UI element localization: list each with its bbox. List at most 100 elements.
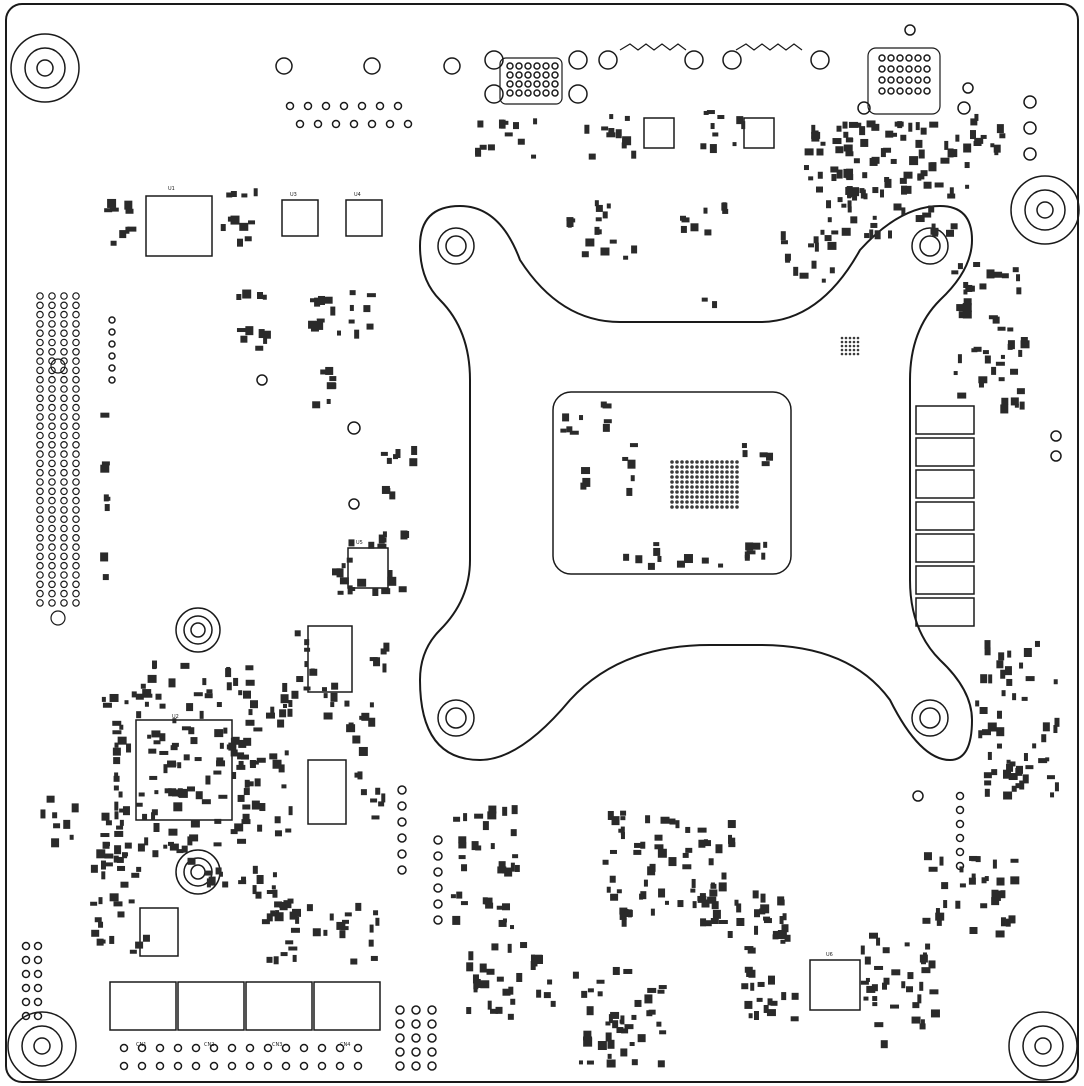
smd-part: [995, 930, 1005, 938]
smd-part: [100, 464, 110, 473]
smd-part: [647, 987, 657, 993]
smd-part: [236, 328, 246, 333]
smd-part: [243, 788, 250, 796]
smd-part: [114, 811, 119, 820]
smd-part: [1053, 725, 1058, 734]
smd-part: [864, 233, 870, 239]
through-hole-pad: [568, 84, 588, 104]
smd-part: [908, 122, 913, 132]
smd-part: [173, 802, 183, 812]
bga-ball: [675, 485, 679, 489]
smd-part: [869, 229, 874, 239]
smd-part: [705, 920, 712, 927]
header-pin: [36, 403, 44, 412]
smd-part: [620, 816, 626, 821]
smd-part: [323, 929, 328, 936]
via-pad: [33, 997, 43, 1007]
header-pin: [60, 301, 68, 310]
via-pad: [21, 997, 31, 1007]
bga-ball: [710, 485, 714, 489]
smd-part: [621, 142, 627, 149]
smd-part: [711, 901, 719, 910]
smd-part: [306, 904, 313, 912]
smd-part: [721, 202, 728, 211]
smd-part: [883, 147, 892, 153]
header-pin: [72, 329, 80, 338]
smd-part: [472, 974, 479, 984]
bga-ball: [700, 490, 704, 494]
via-pad: [33, 941, 43, 951]
smd-part: [842, 121, 848, 129]
via-pad: [245, 1043, 255, 1053]
smd-part: [536, 989, 542, 998]
via-pad: [397, 849, 407, 859]
header-pin: [72, 496, 80, 505]
smd-part: [241, 876, 247, 882]
smd-part: [995, 361, 1005, 366]
ic-packages: [135, 117, 861, 1011]
via-pad: [108, 352, 116, 360]
bga-ball: [685, 505, 689, 509]
smd-part: [377, 543, 387, 548]
bga-ball: [840, 352, 844, 356]
smd-part: [781, 924, 789, 933]
smd-part: [1034, 640, 1040, 647]
header-pin: [60, 440, 68, 449]
smd-part: [736, 116, 744, 125]
smd-part: [349, 304, 354, 311]
smd-part: [752, 890, 759, 899]
smd-part: [998, 652, 1005, 661]
smd-part: [621, 917, 627, 927]
smd-part: [831, 230, 839, 235]
smd-part: [759, 452, 765, 457]
smd-part: [631, 245, 638, 254]
smd-part: [214, 729, 224, 738]
header-pin: [72, 375, 80, 384]
header-pin: [36, 431, 44, 440]
bga-ball: [720, 460, 724, 464]
smd-part: [261, 919, 270, 925]
smd-part: [588, 153, 596, 160]
header-pin: [36, 599, 44, 607]
smd-part: [602, 211, 608, 219]
bga-ball: [685, 485, 689, 489]
smd-part: [891, 969, 901, 976]
smd-part: [821, 278, 826, 283]
smd-part: [903, 171, 913, 179]
smd-part: [255, 345, 264, 351]
smd-part: [973, 140, 982, 146]
smd-part: [612, 966, 620, 975]
smd-part: [718, 563, 724, 568]
bga-ball: [725, 465, 729, 469]
smd-part: [104, 504, 110, 512]
header-pin: [48, 450, 56, 458]
smd-part: [530, 960, 536, 970]
smd-part: [748, 1013, 753, 1019]
smd-part: [533, 118, 538, 125]
smd-part: [303, 686, 311, 691]
smd-part: [176, 849, 184, 854]
smd-part: [142, 813, 148, 820]
smd-part: [368, 939, 374, 947]
smd-part: [980, 903, 988, 909]
smd-part: [946, 229, 955, 237]
smd-part: [242, 813, 250, 823]
usb-pin: [506, 71, 514, 79]
smd-part: [996, 660, 1004, 669]
header-pin: [36, 375, 44, 384]
header-pin: [36, 515, 44, 524]
via-pad: [397, 785, 407, 795]
smd-part: [917, 994, 922, 1004]
bga-ball: [710, 480, 714, 484]
smd-part: [153, 740, 161, 745]
header-pin: [60, 431, 68, 440]
smd-part: [461, 864, 468, 872]
smd-part: [230, 749, 238, 757]
smd-part: [285, 940, 294, 945]
left-pin-header: [36, 292, 80, 626]
smd-part: [907, 972, 914, 980]
smd-part: [331, 682, 339, 690]
header-pin: [60, 385, 68, 393]
smd-part: [899, 177, 907, 184]
